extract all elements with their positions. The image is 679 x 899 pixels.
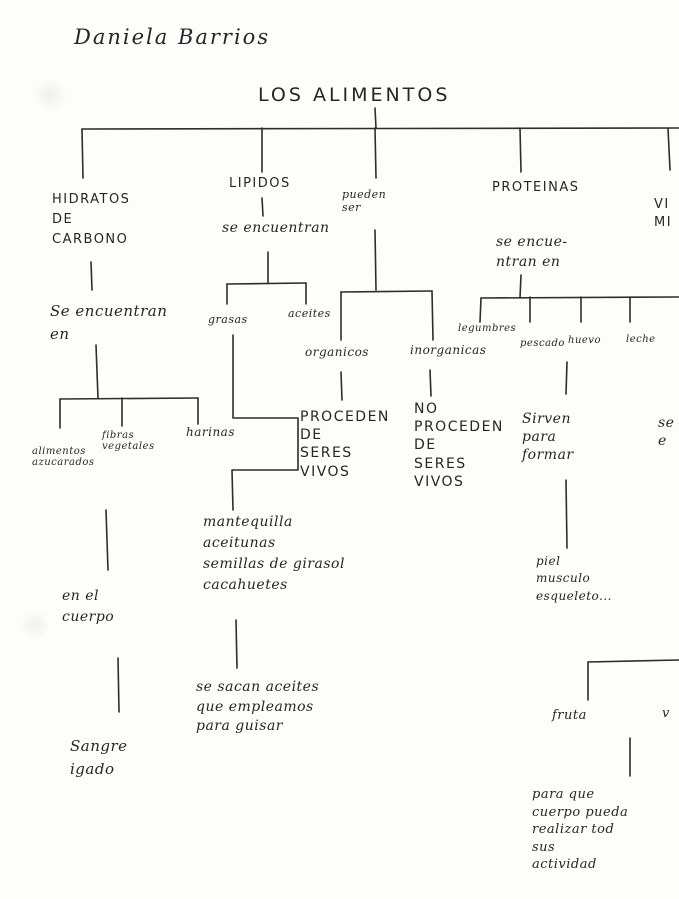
fruta-label: fruta (552, 708, 587, 723)
proteinas-item-pescado: pescado (520, 338, 565, 349)
proteinas-item-leche: leche (626, 334, 656, 345)
pueden-ser-label: pueden ser (342, 188, 387, 215)
inorganicas-desc: NO PROCEDEN DE SERES VIVOS (414, 401, 504, 490)
proteinas-item-huevo: huevo (568, 335, 601, 346)
hidratos-result: Sangre igado (70, 737, 128, 779)
lipidos-use: se sacan aceites que empleamos para guis… (196, 679, 320, 735)
proteinas-builds: piel musculo esqueleto... (536, 554, 612, 603)
inorganicas-label: inorganicas (410, 343, 487, 357)
proteinas-serve: Sirven para formar (522, 411, 574, 464)
lipidos-found-in: se encuentran (222, 220, 330, 236)
proteinas-item-legumbres: legumbres (458, 323, 517, 334)
hidratos-item-fibras: fibras vegetales (102, 430, 155, 452)
lipidos-foods: mantequilla aceitunas semillas de giraso… (203, 514, 345, 593)
hidratos-item-harinas: harinas (186, 425, 235, 439)
proteinas-found-in: se encue- ntran en (496, 234, 568, 271)
hidratos-body: en el cuerpo (62, 588, 115, 625)
paper-smudge (30, 80, 70, 110)
paper-smudge (20, 610, 50, 640)
hidratos-heading: HIDRATOS DE CARBONO (52, 192, 131, 248)
bottom-right-partial: v (662, 706, 670, 721)
hidratos-item-azucarados: alimentos azucarados (32, 446, 95, 468)
lipidos-item-aceites: aceites (288, 307, 331, 320)
proteinas-heading: PROTEINAS (492, 180, 580, 195)
lipidos-heading: LIPIDOS (229, 176, 291, 191)
organicos-desc: PROCEDEN DE SERES VIVOS (300, 409, 390, 480)
hidratos-found-in: Se encuentran en (50, 302, 168, 343)
lipidos-item-grasas: grasas (208, 313, 248, 326)
organicos-label: organicos (305, 345, 369, 359)
vitaminas-partial: se e (658, 415, 675, 450)
vitaminas-heading-partial: VI MI (654, 197, 673, 230)
bottom-right-purpose: para que cuerpo pueda realizar tod sus a… (532, 787, 629, 873)
author-signature: Daniela Barrios (74, 25, 271, 49)
map-title: LOS ALIMENTOS (258, 84, 451, 106)
